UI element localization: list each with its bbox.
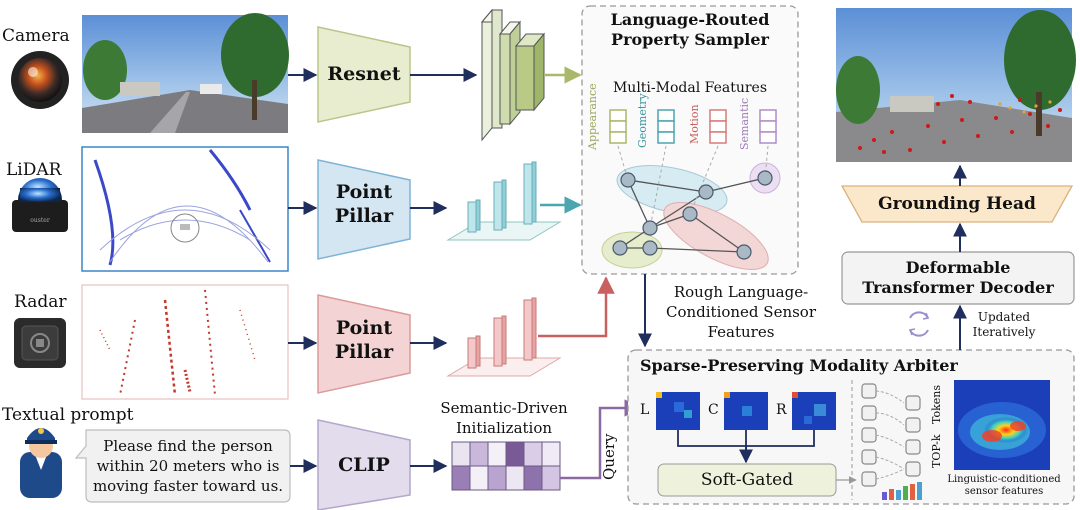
lidar-encoder-line-1: Point bbox=[335, 181, 393, 203]
resnet-encoder bbox=[317, 26, 411, 123]
prompt-text: Please find the person within 20 meters … bbox=[90, 436, 286, 496]
map-label-c: C bbox=[708, 402, 719, 418]
semantic-init-line-1: Semantic-Driven bbox=[440, 399, 568, 417]
prompt-line-3: moving faster toward us. bbox=[92, 477, 284, 495]
prompt-bubble-shape bbox=[74, 429, 291, 503]
radar-encoder-line-2: Pillar bbox=[334, 341, 394, 363]
text-prompt-label: Textual prompt bbox=[2, 405, 134, 425]
rough-line-2: Conditioned Sensor bbox=[665, 303, 817, 321]
soft-gated-label: Soft-Gated bbox=[700, 470, 794, 490]
grounding-head-shape bbox=[840, 185, 1074, 223]
sampler-title-line-2: Property Sampler bbox=[611, 30, 769, 49]
query-label: Query bbox=[600, 433, 618, 480]
lidar-encoder-label: Point Pillar bbox=[318, 180, 410, 228]
motion-label: Motion bbox=[688, 104, 701, 144]
output-caption-line-2: sensor features bbox=[964, 486, 1044, 497]
lidar-feature-bars bbox=[446, 161, 562, 241]
lidar-heatmap bbox=[656, 392, 700, 430]
radar-encoder-label: Point Pillar bbox=[318, 316, 410, 364]
decoder-line-2: Transformer Decoder bbox=[862, 278, 1054, 297]
lidar-label: LiDAR bbox=[6, 160, 62, 180]
radar-label: Radar bbox=[14, 292, 67, 312]
updated-iteratively-label: Updated Iteratively bbox=[956, 310, 1052, 340]
radar-sensor-icon bbox=[14, 318, 66, 368]
rough-line-1: Rough Language- bbox=[673, 283, 809, 301]
radar-points bbox=[81, 284, 289, 400]
map-label-l: L bbox=[640, 402, 650, 418]
camera-icon bbox=[11, 51, 69, 109]
semantic-token-grid bbox=[451, 441, 561, 491]
output-caption-line-1: Linguistic-conditioned bbox=[947, 474, 1061, 485]
user-avatar-icon bbox=[20, 428, 62, 498]
lidar-sensor-icon: ouster bbox=[12, 178, 68, 232]
motion-feature-icon bbox=[709, 109, 727, 144]
semantic-init-line-2: Initialization bbox=[455, 419, 553, 437]
geometry-label: Geometry bbox=[636, 93, 649, 148]
grounded-output-image bbox=[836, 8, 1076, 162]
radar-feature-bars bbox=[446, 297, 562, 377]
appearance-label: Appearance bbox=[586, 83, 599, 150]
lidar-encoder-line-2: Pillar bbox=[334, 205, 394, 227]
prompt-line-2: within 20 meters who is bbox=[96, 457, 280, 475]
output-heatmap bbox=[954, 380, 1050, 470]
lidar-encoder bbox=[317, 159, 411, 260]
prompt-line-1: Please find the person bbox=[103, 437, 273, 455]
clip-encoder bbox=[317, 419, 411, 510]
updated-line-2: Iteratively bbox=[972, 325, 1036, 339]
topk-tokens bbox=[861, 383, 921, 487]
refresh-icon bbox=[908, 311, 930, 337]
svg-text:ouster: ouster bbox=[30, 217, 50, 224]
camera-label: Camera bbox=[2, 26, 70, 46]
token-score-bars bbox=[882, 482, 922, 500]
deformable-decoder-box bbox=[841, 251, 1075, 305]
radar-encoder-line-1: Point bbox=[335, 317, 393, 339]
sampler-title-line-1: Language-Routed bbox=[610, 10, 770, 29]
semantic-label: Semantic bbox=[738, 97, 751, 150]
geometry-feature-icon bbox=[657, 109, 675, 144]
map-label-r: R bbox=[776, 402, 787, 418]
sampler-subtitle: Multi-Modal Features bbox=[612, 80, 768, 96]
clip-label: CLIP bbox=[338, 454, 390, 476]
arbiter-title: Sparse-Preserving Modality Arbiter bbox=[640, 356, 958, 375]
camera-image bbox=[82, 13, 289, 133]
appearance-feature-icon bbox=[609, 109, 627, 144]
lidar-point-cloud bbox=[81, 146, 289, 272]
decoder-label: Deformable Transformer Decoder bbox=[842, 258, 1074, 298]
semantic-init-label: Semantic-Driven Initialization bbox=[420, 398, 588, 438]
rough-line-3: Features bbox=[707, 323, 775, 341]
decoder-line-1: Deformable bbox=[905, 258, 1011, 277]
radar-heatmap bbox=[792, 392, 836, 430]
radar-encoder bbox=[317, 294, 411, 394]
property-sampler-box bbox=[581, 5, 799, 275]
resnet-label: Resnet bbox=[327, 63, 401, 85]
property-graph bbox=[601, 145, 781, 270]
sampler-title: Language-Routed Property Sampler bbox=[584, 10, 796, 50]
camera-heatmap bbox=[724, 392, 768, 430]
semantic-feature-icon bbox=[759, 109, 777, 144]
resnet-feature-maps bbox=[480, 8, 546, 142]
topk-label: TOP-k bbox=[930, 434, 943, 468]
output-caption: Linguistic-conditioned sensor features bbox=[944, 474, 1064, 498]
rough-features-label: Rough Language- Conditioned Sensor Featu… bbox=[648, 282, 834, 342]
grounding-head-label: Grounding Head bbox=[878, 194, 1036, 214]
tokens-label: Tokens bbox=[930, 384, 943, 424]
updated-line-1: Updated bbox=[977, 310, 1031, 324]
